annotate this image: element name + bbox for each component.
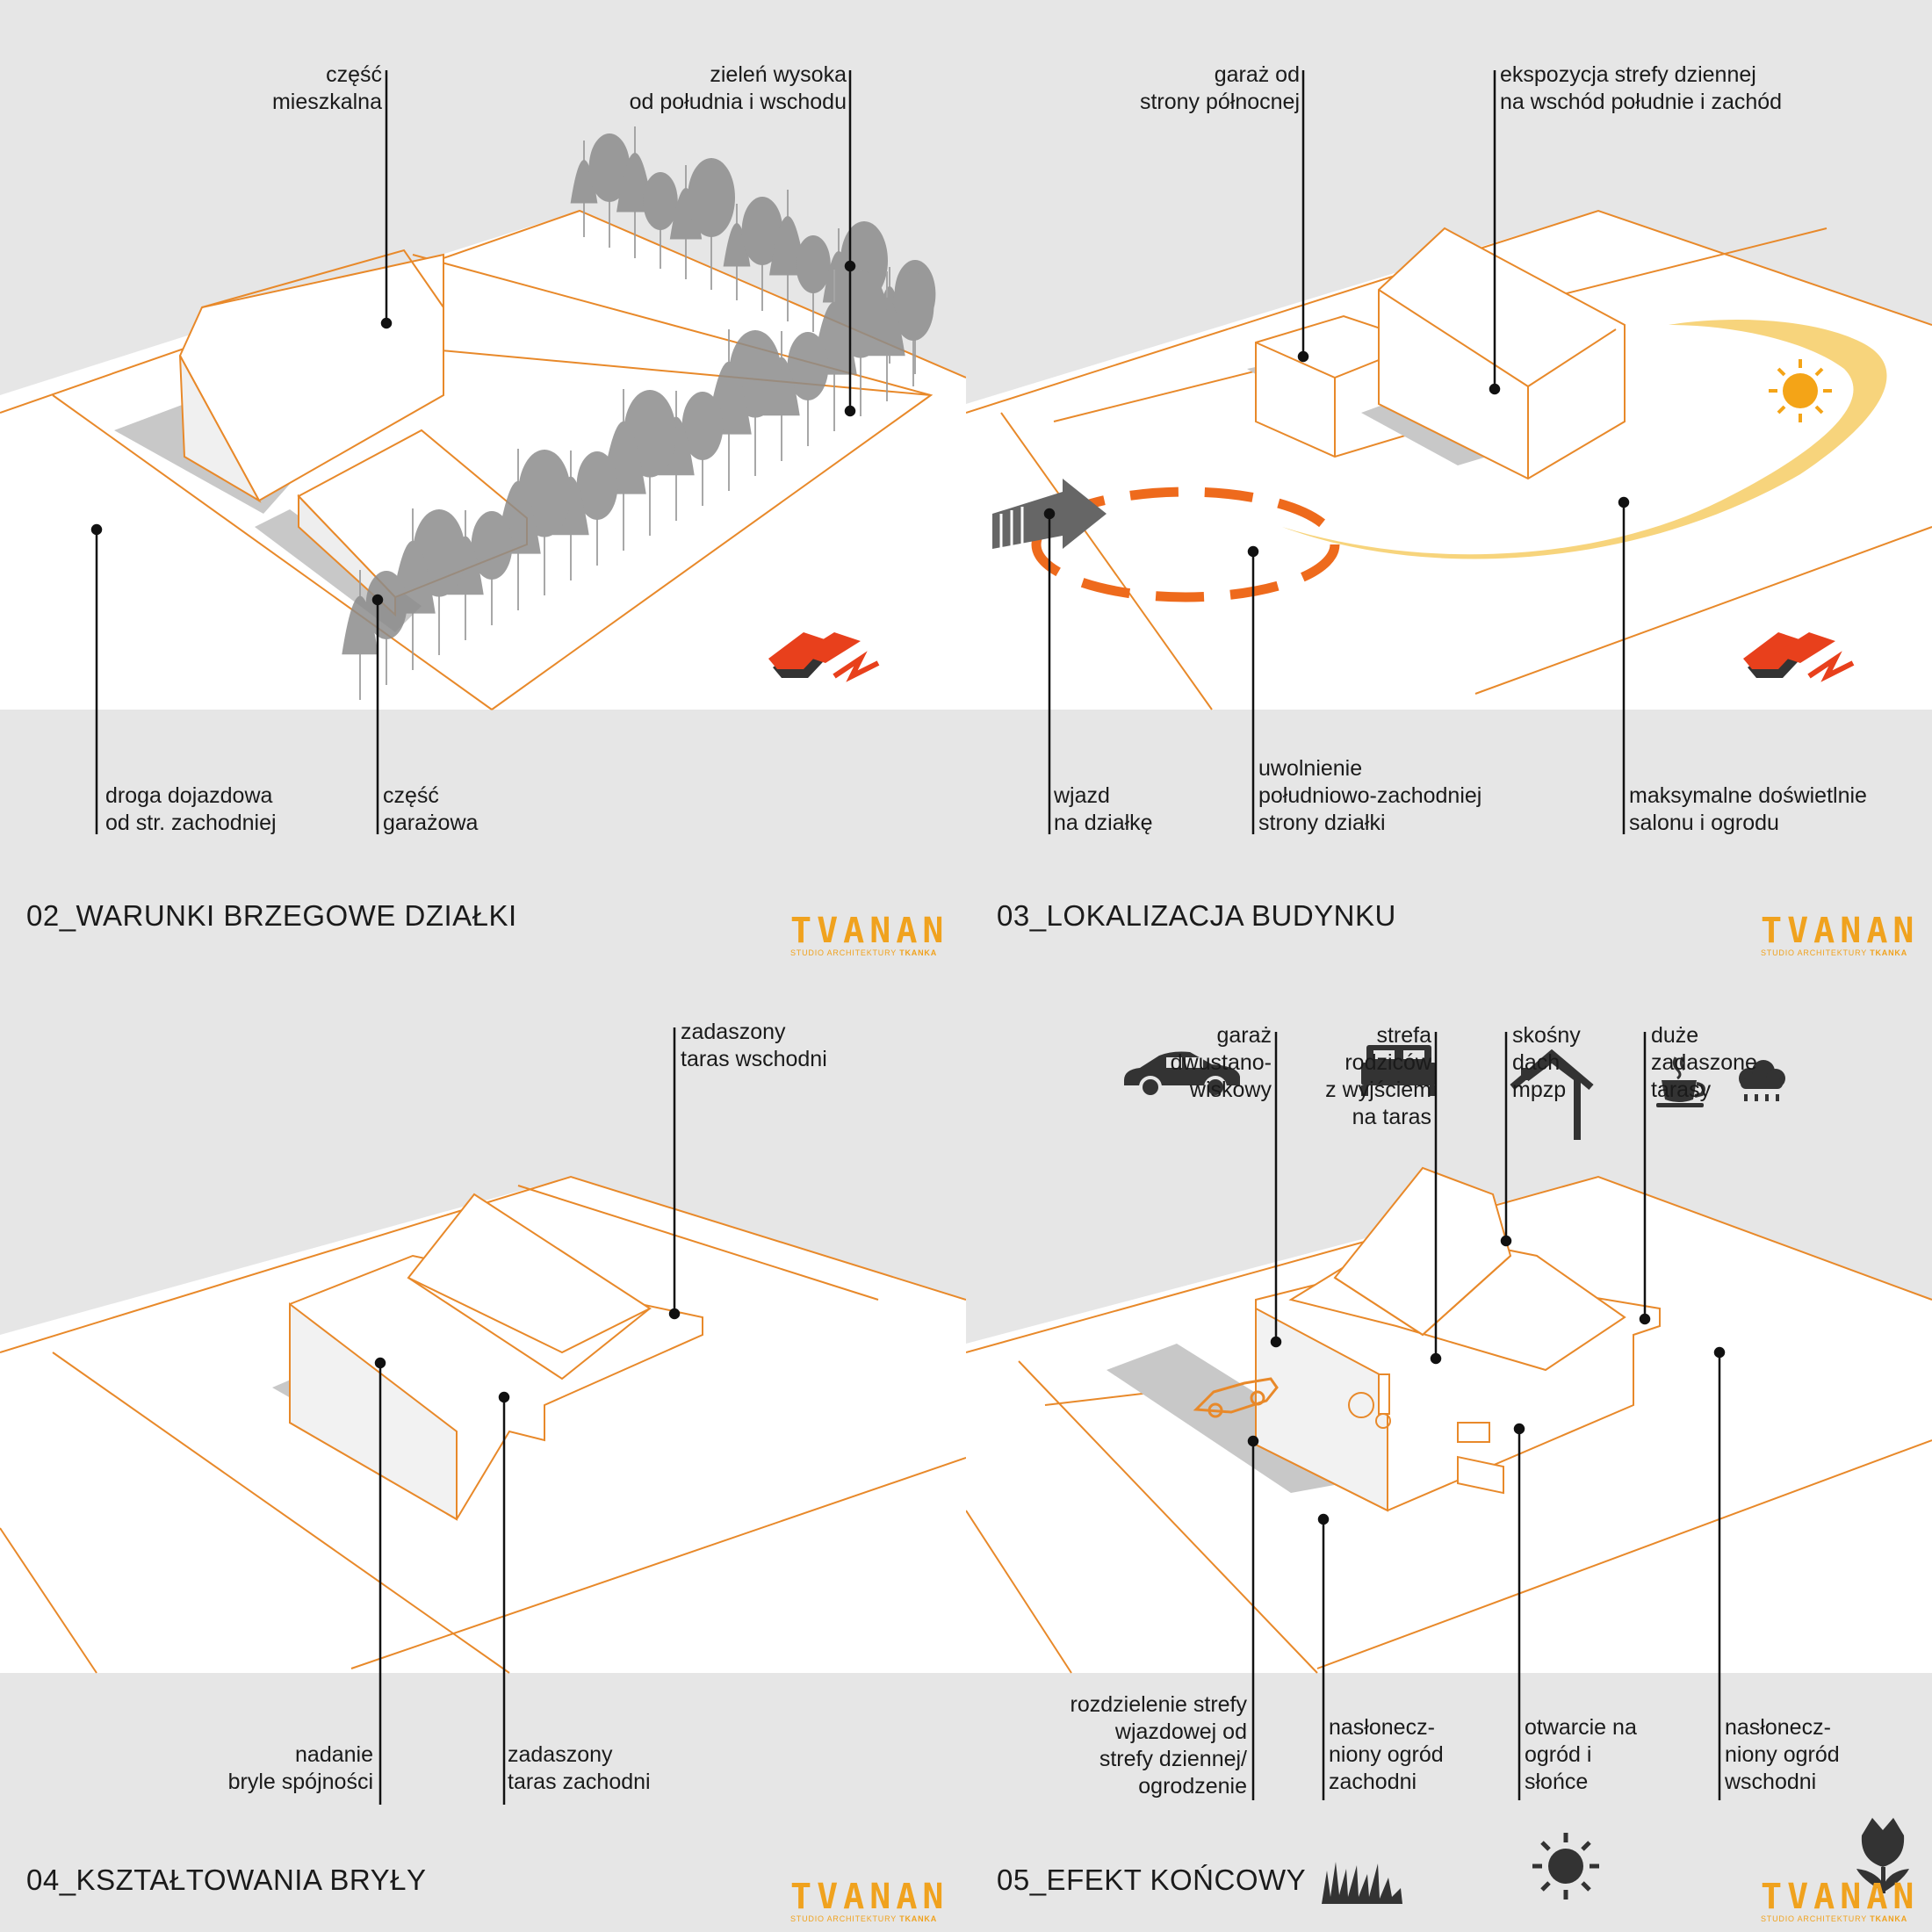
car-icon [1124, 1051, 1240, 1099]
label-residential: część mieszkalna [271, 62, 382, 114]
logo-subtitle: STUDIO ARCHITEKTURY [1761, 948, 1867, 957]
sun-icon [1532, 1833, 1599, 1900]
logo-brand: TKANKA [1870, 1914, 1907, 1923]
house-roof-icon [1510, 1049, 1594, 1140]
panel-02-scene [0, 126, 966, 710]
panel-04: zadaszony taras wschodni nadanie bryle s… [0, 966, 966, 1932]
logo-subtitle: STUDIO ARCHITEKTURY [790, 948, 897, 957]
label-east-garden: nasłonecz- niony ogród wschodni [1725, 1715, 1840, 1794]
panel-02: część mieszkalna zieleń wysoka od połudn… [0, 0, 966, 966]
tree-icon [643, 172, 678, 269]
label-opening: otwarcie na ogród i słońce [1525, 1715, 1637, 1794]
label-exposure: ekspozycja strefy dziennej na wschód poł… [1500, 62, 1783, 114]
logo-mark: TVANAN [790, 911, 949, 951]
label-separation: rozdzielenie strefy wjazdowej od strefy … [1070, 1692, 1247, 1799]
label-garage: garaż dwustano- wiskowy [1170, 1023, 1272, 1102]
panel-05-leaders [1247, 1032, 1726, 1800]
tree-icon [365, 571, 407, 685]
label-road: droga dojazdowa od str. zachodniej [105, 783, 277, 835]
panel-03-scene [966, 209, 1932, 710]
panel-03-leaders [1043, 70, 1630, 834]
label-release: uwolnienie południowo-zachodniej strony … [1258, 756, 1482, 835]
logo: TVANAN STUDIO ARCHITEKTURY TKANKA [790, 913, 957, 958]
label-garage: część garażowa [383, 783, 479, 835]
tree-icon [741, 197, 783, 311]
label-parents: strefa rodziców z wyjściem na taras [1325, 1023, 1431, 1129]
panel-05: garaż dwustano- wiskowy strefa rodziców … [966, 966, 1932, 1932]
label-coherence: nadanie bryle spójności [227, 1742, 373, 1794]
logo-mark: TVANAN [1761, 1877, 1920, 1917]
logo-mark: TVANAN [1761, 911, 1920, 951]
final-building [1107, 1166, 1661, 1512]
tree-icon [796, 235, 831, 332]
logo: TVANAN STUDIO ARCHITEKTURY TKANKA [1761, 913, 1928, 958]
residential-block [1361, 227, 1626, 480]
rain-cloud-icon [1739, 1060, 1785, 1101]
panel-03-title: 03_LOKALIZACJA BUDYNKU [997, 899, 1396, 932]
tree-icon [892, 272, 934, 386]
grass-icon [1322, 1862, 1402, 1904]
logo: TVANAN STUDIO ARCHITEKTURY TKANKA [790, 1879, 957, 1924]
bed-icon [1361, 1045, 1437, 1096]
label-daylight: maksymalne doświetlnie salonu i ogrodu [1629, 783, 1867, 835]
label-greenery: zieleń wysoka od południa i wschodu [629, 62, 847, 114]
logo-subtitle: STUDIO ARCHITEKTURY [790, 1914, 897, 1923]
tree-icon [576, 451, 618, 566]
tree-icon [588, 133, 631, 248]
label-roof: skośny dach mpzp [1512, 1023, 1581, 1102]
panel-05-scene [966, 1045, 1932, 1904]
logo-subtitle: STUDIO ARCHITEKTURY [1761, 1914, 1867, 1923]
tree-icon [681, 392, 724, 506]
label-east-terrace: zadaszony taras wschodni [681, 1020, 827, 1071]
panel-04-title: 04_KSZTAŁTOWANIA BRYŁY [26, 1864, 427, 1896]
label-garage-north: garaż od strony północnej [1139, 62, 1300, 114]
residential-block [114, 249, 444, 514]
north-arrow [768, 632, 880, 682]
panel-02-leaders [90, 70, 856, 834]
tree-icon [342, 570, 378, 700]
sun-icon [1769, 359, 1832, 422]
plot-outline [0, 1175, 966, 1674]
car-icon [1193, 1377, 1279, 1418]
tree-icon [787, 332, 829, 446]
logo-brand: TKANKA [1870, 948, 1907, 957]
label-terraces: duże zadaszone tarasy [1651, 1023, 1757, 1102]
panel-04-leaders [374, 1027, 681, 1805]
tree-icon [688, 158, 735, 290]
logo-brand: TKANKA [899, 948, 937, 957]
panel-04-scene [0, 1175, 966, 1674]
logo: TVANAN STUDIO ARCHITEKTURY TKANKA [1761, 1879, 1928, 1924]
logo-brand: TKANKA [899, 1914, 937, 1923]
label-entry: wjazd na działkę [1054, 783, 1153, 835]
zone-ring [1031, 487, 1340, 602]
coffee-cup-icon [1656, 1056, 1705, 1107]
sun-path [1282, 320, 1887, 559]
label-west-garden: nasłonecz- niony ogród zachodni [1329, 1715, 1444, 1794]
label-west-terrace: zadaszony taras zachodni [508, 1742, 651, 1794]
panel-02-title: 02_WARUNKI BRZEGOWE DZIAŁKI [26, 899, 517, 932]
tulip-icon [1856, 1818, 1909, 1893]
building-mass [272, 1193, 703, 1521]
trees [342, 126, 936, 700]
north-arrow [1743, 632, 1855, 682]
panel-03: garaż od strony północnej ekspozycja str… [966, 0, 1932, 966]
logo-mark: TVANAN [790, 1877, 949, 1917]
tree-icon [471, 511, 513, 625]
panel-05-title: 05_EFEKT KOŃCOWY [997, 1864, 1307, 1896]
